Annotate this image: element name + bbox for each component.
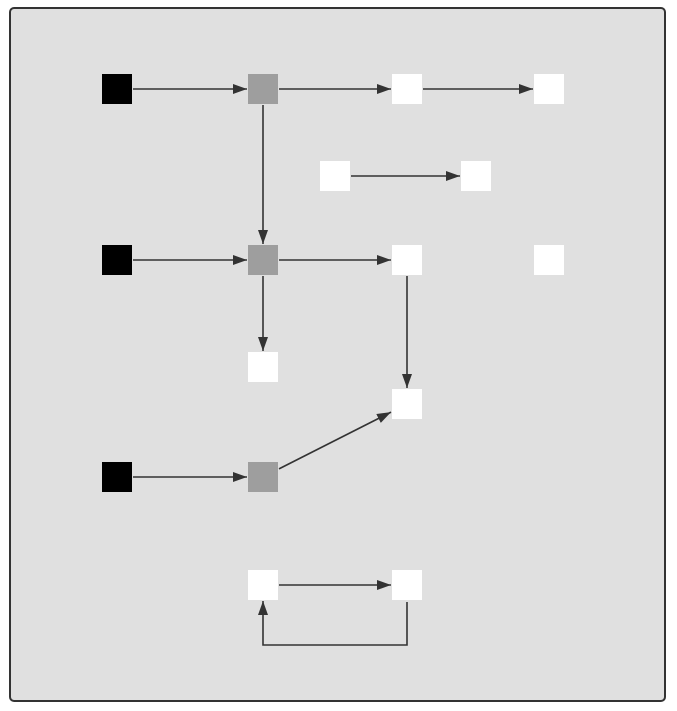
node-b2[interactable] [248,245,278,275]
node-c2[interactable] [392,245,422,275]
edge-l2-to-l1 [258,601,408,646]
node-a1[interactable] [102,74,132,104]
diagram-canvas [9,7,666,702]
node-m1[interactable] [320,161,350,191]
node-b3[interactable] [248,462,278,492]
node-c1[interactable] [392,74,422,104]
node-a3[interactable] [102,462,132,492]
node-l1[interactable] [248,570,278,600]
node-d2[interactable] [534,245,564,275]
node-b2s[interactable] [248,352,278,382]
node-d1[interactable] [534,74,564,104]
node-m2[interactable] [461,161,491,191]
node-b1[interactable] [248,74,278,104]
node-l2[interactable] [392,570,422,600]
edge-b3-to-c3 [278,411,392,470]
node-a2[interactable] [102,245,132,275]
node-c3[interactable] [392,389,422,419]
